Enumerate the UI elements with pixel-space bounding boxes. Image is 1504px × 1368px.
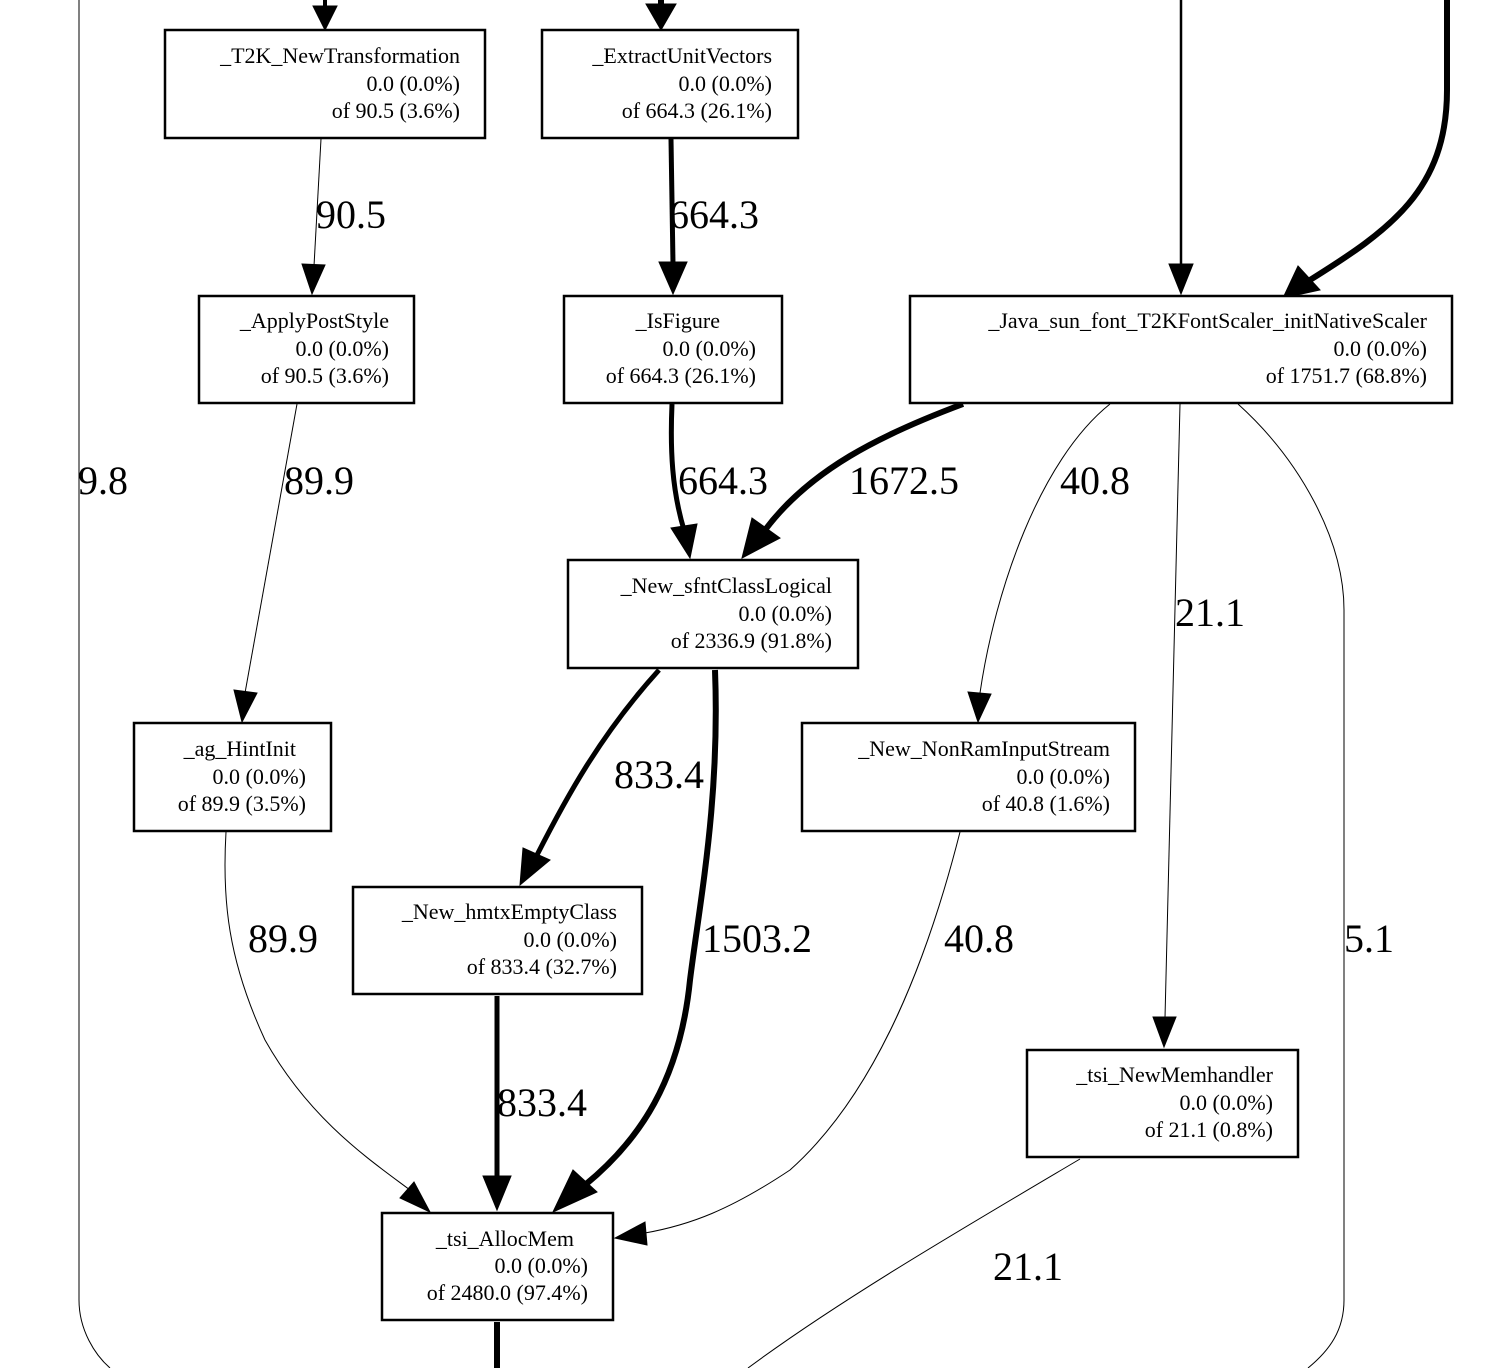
edge-javascaler-memhandler	[1164, 403, 1181, 1019]
arrow-into-javascaler-curve	[1282, 265, 1321, 299]
edge-label-left-long: 9.8	[78, 458, 128, 503]
node-self: 0.0 (0.0%)	[495, 1253, 588, 1278]
edge-applypost-hint	[244, 403, 298, 694]
edge-isfigure-sfnt	[668, 403, 687, 531]
edge-t2k-applypost	[313, 138, 322, 267]
node-total: of 2480.0 (97.4%)	[427, 1280, 588, 1305]
node-self: 0.0 (0.0%)	[663, 336, 756, 361]
edge-label-t2k-applypost: 90.5	[316, 192, 386, 237]
node-tsi-newmemhandler[interactable]: _tsi_NewMemhandler 0.0 (0.0%) of 21.1 (0…	[1025, 1048, 1300, 1159]
node-name: _IsFigure	[635, 308, 720, 333]
arrow-isfigure-sfnt	[670, 523, 698, 560]
node-total: of 664.3 (26.1%)	[606, 363, 756, 388]
node-new-hmtxemptyclass[interactable]: _New_hmtxEmptyClass 0.0 (0.0%) of 833.4 …	[351, 885, 644, 996]
node-total: of 40.8 (1.6%)	[982, 791, 1110, 816]
node-self: 0.0 (0.0%)	[367, 71, 460, 96]
edge-label-javascaler-nonram: 40.8	[1060, 458, 1130, 503]
arrow-sfnt-hmtx	[519, 847, 551, 887]
node-ag-hintinit[interactable]: _ag_HintInit 0.0 (0.0%) of 89.9 (3.5%)	[132, 721, 333, 833]
edge-extract-isfigure	[668, 138, 676, 265]
edge-javascaler-out	[1237, 403, 1345, 1368]
edge-label-applypost-hint: 89.9	[284, 458, 354, 503]
node-t2k-newtransformation[interactable]: _T2K_NewTransformation 0.0 (0.0%) of 90.…	[163, 28, 487, 140]
edge-nonram-alloc	[644, 831, 961, 1234]
node-total: of 21.1 (0.8%)	[1145, 1117, 1273, 1142]
edge-label-hint-alloc: 89.9	[248, 916, 318, 961]
edge-left-long	[78, 0, 111, 1368]
edge-sfnt-hmtx	[534, 668, 661, 857]
arrow-into-t2k	[312, 5, 338, 32]
arrow-extract-isfigure	[658, 261, 688, 296]
node-name: _ApplyPostStyle	[239, 308, 389, 333]
edge-label-javascaler-memhandler: 21.1	[1175, 590, 1245, 635]
arrow-javascaler-memhandler	[1152, 1016, 1177, 1049]
arrow-applypost-hint	[233, 689, 258, 724]
node-self: 0.0 (0.0%)	[296, 336, 389, 361]
node-self: 0.0 (0.0%)	[1334, 336, 1427, 361]
node-java-t2kfontscaler-initnativescaler[interactable]: _Java_sun_font_T2KFontScaler_initNativeS…	[908, 294, 1454, 405]
node-name: _Java_sun_font_T2KFontScaler_initNativeS…	[987, 308, 1427, 333]
node-name: _tsi_NewMemhandler	[1075, 1062, 1273, 1087]
arrow-sfnt-alloc	[551, 1169, 598, 1214]
arrow-hmtx-alloc	[482, 1175, 512, 1212]
edge-label-sfnt-hmtx: 833.4	[614, 752, 704, 797]
node-name: _T2K_NewTransformation	[219, 43, 460, 68]
edge-label-memhandler-out: 21.1	[993, 1244, 1063, 1289]
node-total: of 90.5 (3.6%)	[332, 98, 460, 123]
node-self: 0.0 (0.0%)	[739, 601, 832, 626]
node-applypoststyle[interactable]: _ApplyPostStyle 0.0 (0.0%) of 90.5 (3.6%…	[197, 294, 416, 405]
node-self: 0.0 (0.0%)	[1180, 1090, 1273, 1115]
node-new-nonraminputstream[interactable]: _New_NonRamInputStream 0.0 (0.0%) of 40.…	[800, 721, 1137, 833]
edge-javascaler-nonram	[979, 403, 1111, 694]
edge-label-extract-isfigure: 664.3	[669, 192, 759, 237]
edge-label-hmtx-alloc: 833.4	[497, 1080, 587, 1125]
edge-sfnt-alloc	[583, 669, 719, 1188]
arrow-into-extract	[645, 3, 677, 32]
arrow-hint-alloc	[399, 1181, 432, 1214]
edge-label-isfigure-sfnt: 664.3	[678, 458, 768, 503]
node-name: _New_NonRamInputStream	[857, 736, 1110, 761]
node-new-sfntclasslogical[interactable]: _New_sfntClassLogical 0.0 (0.0%) of 2336…	[566, 558, 860, 670]
node-self: 0.0 (0.0%)	[524, 927, 617, 952]
node-name: _New_hmtxEmptyClass	[401, 899, 617, 924]
node-name: _ag_HintInit	[183, 736, 296, 761]
node-total: of 664.3 (26.1%)	[622, 98, 772, 123]
node-name: _tsi_AllocMem	[435, 1226, 574, 1251]
edge-label-javascaler-sfnt: 1672.5	[849, 458, 959, 503]
arrow-t2k-applypost	[301, 263, 326, 296]
edge-memhandler-out	[747, 1158, 1081, 1368]
edge-label-sfnt-alloc: 1503.2	[702, 916, 812, 961]
node-self: 0.0 (0.0%)	[213, 764, 306, 789]
node-total: of 1751.7 (68.8%)	[1266, 363, 1427, 388]
node-name: _ExtractUnitVectors	[591, 43, 772, 68]
arrow-into-javascaler-straight	[1168, 263, 1194, 296]
arrow-nonram-alloc	[613, 1221, 648, 1246]
node-self: 0.0 (0.0%)	[1017, 764, 1110, 789]
arrow-javascaler-nonram	[967, 691, 992, 724]
node-name: _New_sfntClassLogical	[620, 573, 832, 598]
node-isfigure[interactable]: _IsFigure 0.0 (0.0%) of 664.3 (26.1%)	[562, 294, 784, 405]
edge-javascaler-sfnt	[762, 401, 965, 532]
node-total: of 2336.9 (91.8%)	[671, 628, 832, 653]
edge-hint-alloc	[224, 831, 411, 1191]
node-total: of 89.9 (3.5%)	[178, 791, 306, 816]
node-total: of 833.4 (32.7%)	[467, 954, 617, 979]
node-self: 0.0 (0.0%)	[679, 71, 772, 96]
edge-into-javascaler-curve	[1308, 0, 1450, 283]
node-tsi-allocmem[interactable]: _tsi_AllocMem 0.0 (0.0%) of 2480.0 (97.4…	[380, 1211, 615, 1322]
edge-label-nonram-alloc: 40.8	[944, 916, 1014, 961]
edge-label-javascaler-out: 5.1	[1344, 916, 1394, 961]
node-total: of 90.5 (3.6%)	[261, 363, 389, 388]
arrow-javascaler-sfnt	[741, 517, 781, 559]
node-extractunitvectors[interactable]: _ExtractUnitVectors 0.0 (0.0%) of 664.3 …	[540, 28, 800, 140]
